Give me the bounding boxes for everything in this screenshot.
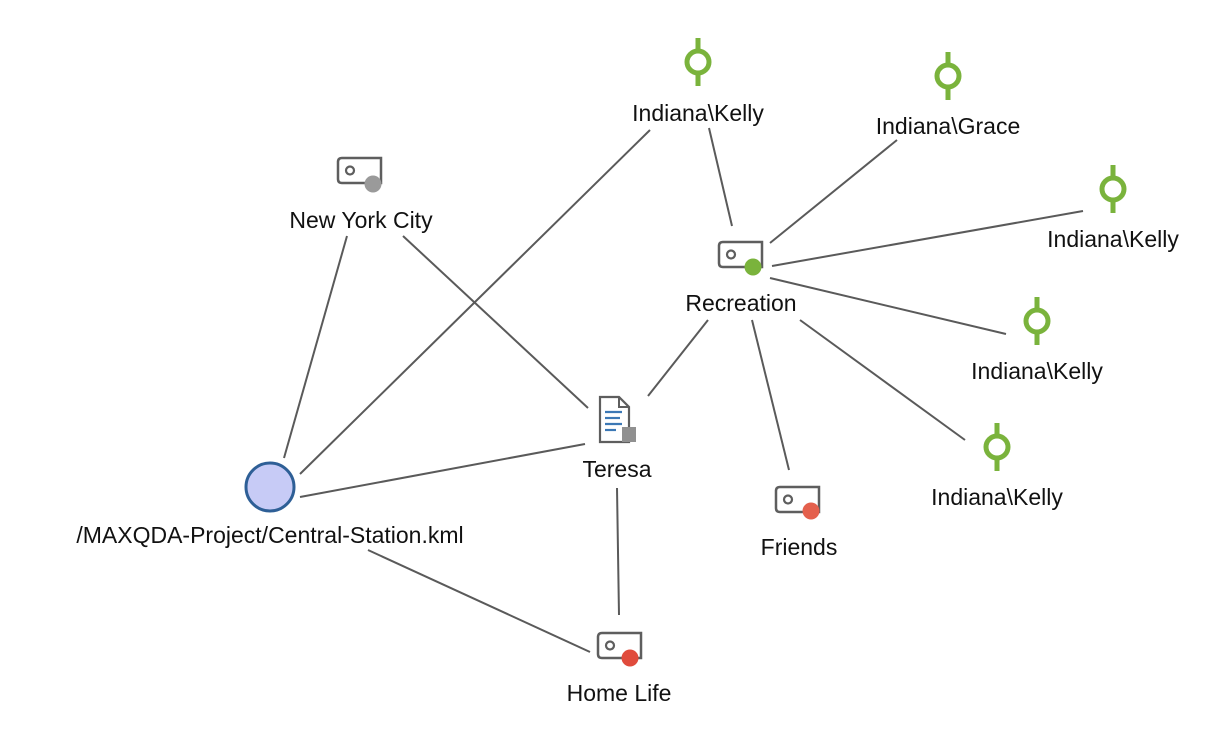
edges xyxy=(283,127,1084,653)
code-node-new-york-city[interactable]: New York City xyxy=(289,156,433,233)
kml-node[interactable]: /MAXQDA-Project/Central-Station.kml xyxy=(76,461,464,548)
segment-node-kelly-r1[interactable]: Indiana\Kelly xyxy=(1047,165,1179,252)
home-life-label: Home Life xyxy=(567,680,672,706)
edge-recreation-kelly-top xyxy=(708,127,733,227)
kelly-r1-label: Indiana\Kelly xyxy=(1047,226,1179,252)
edge-kml-nyc xyxy=(283,235,348,459)
segment-pin-icon xyxy=(983,423,1011,471)
segment-node-kelly-r2[interactable]: Indiana\Kelly xyxy=(971,297,1103,384)
nyc-label: New York City xyxy=(289,207,433,233)
edge-kml-homelife xyxy=(367,549,591,653)
segment-pin-icon xyxy=(1099,165,1127,213)
edge-recreation-friends xyxy=(751,319,790,471)
segment-pin-icon xyxy=(684,38,712,86)
grace-label: Indiana\Grace xyxy=(876,113,1020,139)
code-tag-icon xyxy=(774,485,821,520)
document-circle-icon xyxy=(244,461,296,513)
kml-label: /MAXQDA-Project/Central-Station.kml xyxy=(76,522,463,548)
code-node-recreation[interactable]: Recreation xyxy=(685,240,797,316)
edge-recreation-grace xyxy=(769,139,898,244)
segment-pin-icon xyxy=(1023,297,1051,345)
segment-node-kelly-top[interactable]: Indiana\Kelly xyxy=(632,38,764,126)
code-tag-icon xyxy=(336,156,383,193)
segment-pin-icon xyxy=(934,52,962,100)
kelly-r2-label: Indiana\Kelly xyxy=(971,358,1103,384)
teresa-label: Teresa xyxy=(582,456,651,482)
code-tag-icon xyxy=(717,240,764,276)
edge-recreation-kelly-r3 xyxy=(799,319,966,441)
edge-teresa-homelife xyxy=(616,487,620,616)
segment-node-kelly-r3[interactable]: Indiana\Kelly xyxy=(931,423,1063,510)
code-node-friends[interactable]: Friends xyxy=(761,485,838,560)
edge-recreation-kelly-r2 xyxy=(769,277,1007,335)
code-tag-icon xyxy=(596,631,643,667)
segment-node-grace[interactable]: Indiana\Grace xyxy=(876,52,1020,139)
text-document-icon xyxy=(598,395,636,444)
friends-label: Friends xyxy=(761,534,838,560)
document-node-teresa[interactable]: Teresa xyxy=(582,395,652,482)
edge-teresa-recreation xyxy=(647,319,709,397)
edge-recreation-kelly-r1 xyxy=(771,210,1084,267)
recreation-label: Recreation xyxy=(685,290,796,316)
edge-nyc-teresa xyxy=(402,235,589,409)
code-node-home-life[interactable]: Home Life xyxy=(567,631,672,706)
edge-kml-teresa xyxy=(299,443,586,498)
kelly-r3-label: Indiana\Kelly xyxy=(931,484,1063,510)
kelly-top-label: Indiana\Kelly xyxy=(632,100,764,126)
